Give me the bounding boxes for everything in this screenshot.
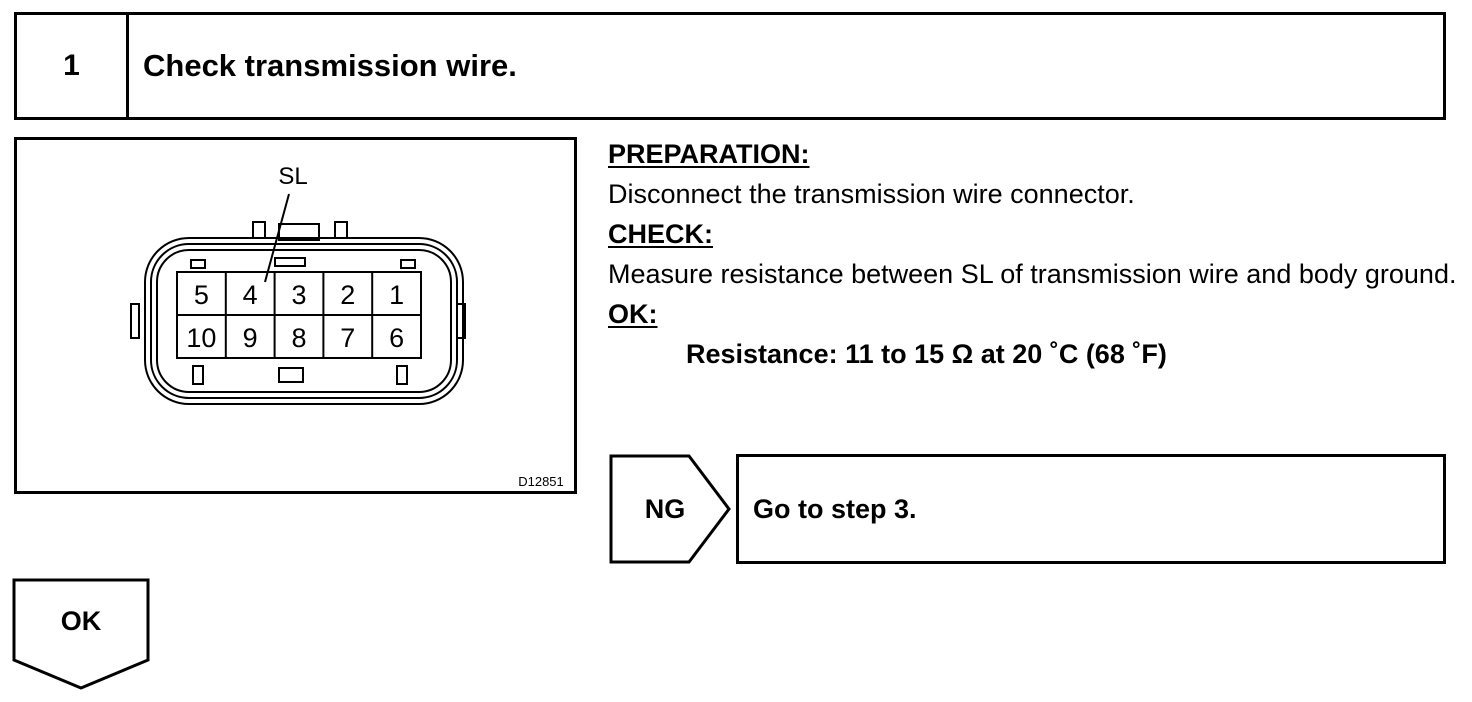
side-latch-right [456, 303, 466, 339]
connector-housing-outer [144, 237, 464, 405]
pin-10: 10 [186, 323, 216, 353]
step-number: 1 [17, 15, 129, 117]
sl-callout-label: SL [278, 163, 307, 190]
preparation-text: Disconnect the transmission wire connect… [608, 179, 1135, 209]
pin-9: 9 [243, 323, 258, 353]
bottom-key [278, 367, 304, 383]
top-inner-tab [274, 257, 306, 267]
preparation-label: PREPARATION: [608, 139, 810, 169]
ng-arrow-shape [609, 454, 731, 564]
step-title: Check transmission wire. [143, 48, 517, 83]
pin-4: 4 [243, 280, 258, 310]
ok-spec: Resistance: 11 to 15 Ω at 20 ˚C (68 ˚F) [686, 339, 1167, 369]
top-inner-notch-right [400, 259, 416, 269]
figure-id: D12851 [518, 474, 564, 489]
pin-7: 7 [340, 323, 355, 353]
top-lug-left [252, 221, 266, 239]
connector-figure: SL 5 4 3 2 1 10 9 8 7 6 D12851 [14, 137, 577, 494]
connector-housing-inner [156, 249, 452, 393]
bottom-lug-right [396, 365, 408, 385]
bottom-lug-left [192, 365, 204, 385]
instructions: PREPARATION: Disconnect the transmission… [608, 134, 1458, 374]
ok-branch-label: OK [60, 605, 102, 636]
check-label: CHECK: [608, 219, 713, 249]
ok-label: OK: [608, 299, 658, 329]
side-latch-left [130, 303, 140, 339]
pin-3: 3 [291, 280, 306, 310]
ok-arrow-shape [12, 578, 150, 690]
top-lug-right [334, 221, 348, 239]
pin-6: 6 [389, 323, 404, 353]
pin-1: 1 [389, 280, 404, 310]
ng-action: Go to step 3. [736, 454, 1446, 564]
check-text: Measure resistance between SL of transmi… [608, 259, 1457, 289]
sl-leader-line [264, 193, 290, 283]
pin-5: 5 [194, 280, 209, 310]
pin-2: 2 [340, 280, 355, 310]
top-inner-notch-left [190, 259, 206, 269]
ng-label: NG [644, 493, 686, 524]
pin-8: 8 [291, 323, 306, 353]
connector-diagram: SL 5 4 3 2 1 10 9 8 7 6 D12851 [130, 163, 564, 489]
step-header: 1 Check transmission wire. [14, 12, 1446, 120]
